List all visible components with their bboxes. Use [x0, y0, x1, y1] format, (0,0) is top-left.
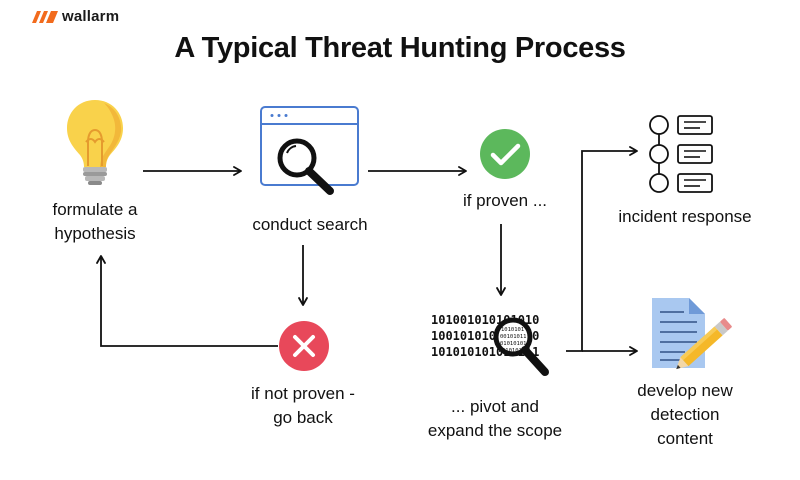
- svg-text:01010101: 01010101: [500, 341, 527, 347]
- svg-text:010101: 010101: [502, 348, 522, 354]
- wallarm-logo-text: wallarm: [62, 7, 120, 25]
- not-proven-label: if not proven - go back: [251, 384, 355, 427]
- pivot-label: ... pivot and expand the scope: [427, 397, 563, 440]
- incident-response-label: incident response: [618, 207, 752, 226]
- arrow-pivot-to-incident: [566, 146, 638, 352]
- page-title: A Typical Threat Hunting Process: [174, 32, 626, 64]
- proven-label: if proven ...: [462, 191, 548, 210]
- browser-search-icon: [260, 106, 359, 195]
- arrow-not-proven-to-hypothesis: [96, 255, 278, 347]
- lightbulb-icon: [67, 100, 123, 185]
- hypothesis-label: formulate a hypothesis: [52, 200, 138, 243]
- detection-content-label: develop new detection content: [637, 381, 733, 448]
- search-label: conduct search: [252, 215, 368, 234]
- x-circle-icon: [279, 321, 329, 371]
- wallarm-logo: wallarm: [32, 6, 119, 26]
- wallarm-logo-mark: [32, 11, 58, 23]
- document-pencil-icon: [652, 298, 732, 370]
- checklist-icon: [649, 115, 713, 193]
- svg-text:00101011: 00101011: [500, 334, 527, 340]
- svg-text:1010101: 1010101: [501, 327, 524, 333]
- check-circle-icon: [480, 129, 530, 179]
- binary-magnifier-icon: 101001010101010 100101010101010 10101010…: [431, 313, 549, 376]
